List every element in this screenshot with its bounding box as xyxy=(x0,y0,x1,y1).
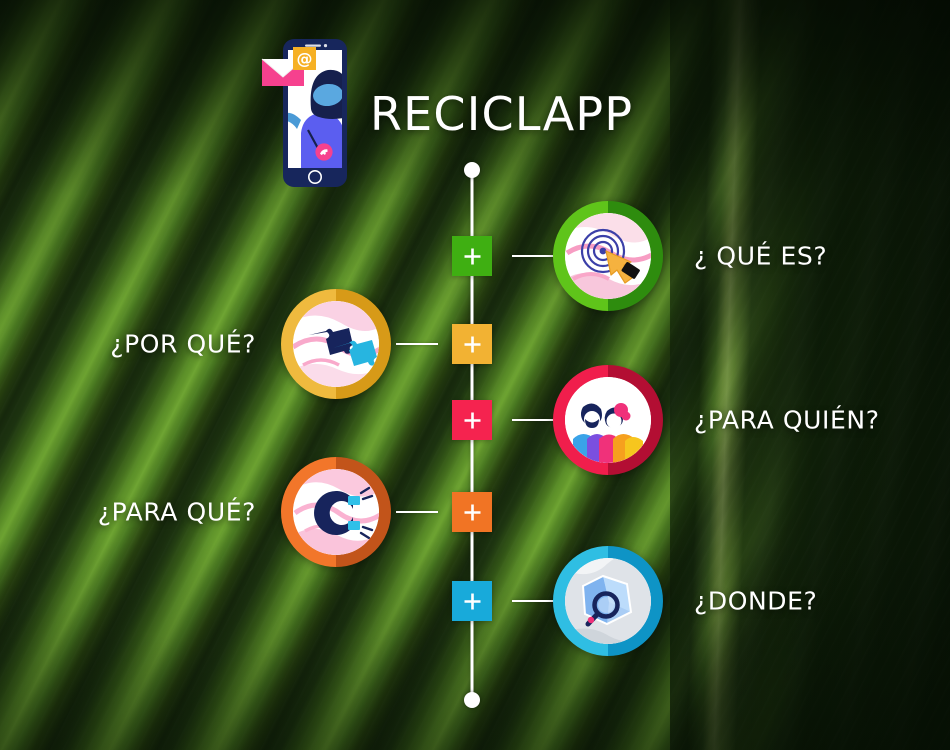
video-call-phone-illustration: @ xyxy=(257,37,349,189)
page-title: RECICLAPP xyxy=(370,87,634,141)
magnet-icon xyxy=(293,469,379,555)
connector-4 xyxy=(396,511,438,513)
click-target-icon xyxy=(565,213,651,299)
node-label-2: ¿POR QUÉ? xyxy=(110,329,256,359)
connector-3 xyxy=(512,419,554,421)
expand-button-1[interactable] xyxy=(452,236,492,276)
medallion-2[interactable] xyxy=(281,289,391,399)
svg-text:@: @ xyxy=(297,49,313,68)
header: @ RECICLAPP xyxy=(215,35,835,190)
expand-button-4[interactable] xyxy=(452,492,492,532)
medallion-4[interactable] xyxy=(281,457,391,567)
timeline-start-dot xyxy=(464,162,480,178)
map-search-icon xyxy=(565,558,651,644)
medallion-1[interactable] xyxy=(553,201,663,311)
expand-button-2[interactable] xyxy=(452,324,492,364)
node-label-4: ¿PARA QUÉ? xyxy=(97,497,256,527)
node-label-3: ¿PARA QUIÉN? xyxy=(694,405,880,435)
group-of-people-icon xyxy=(565,377,651,463)
connector-1 xyxy=(512,255,554,257)
puzzle-pieces-icon xyxy=(293,301,379,387)
connector-2 xyxy=(396,343,438,345)
medallion-5[interactable] xyxy=(553,546,663,656)
medallion-3[interactable] xyxy=(553,365,663,475)
node-label-1: ¿ QUÉ ES? xyxy=(694,241,828,271)
expand-button-3[interactable] xyxy=(452,400,492,440)
timeline-end-dot xyxy=(464,692,480,708)
expand-button-5[interactable] xyxy=(452,581,492,621)
connector-5 xyxy=(512,600,554,602)
node-label-5: ¿DONDE? xyxy=(694,586,818,616)
